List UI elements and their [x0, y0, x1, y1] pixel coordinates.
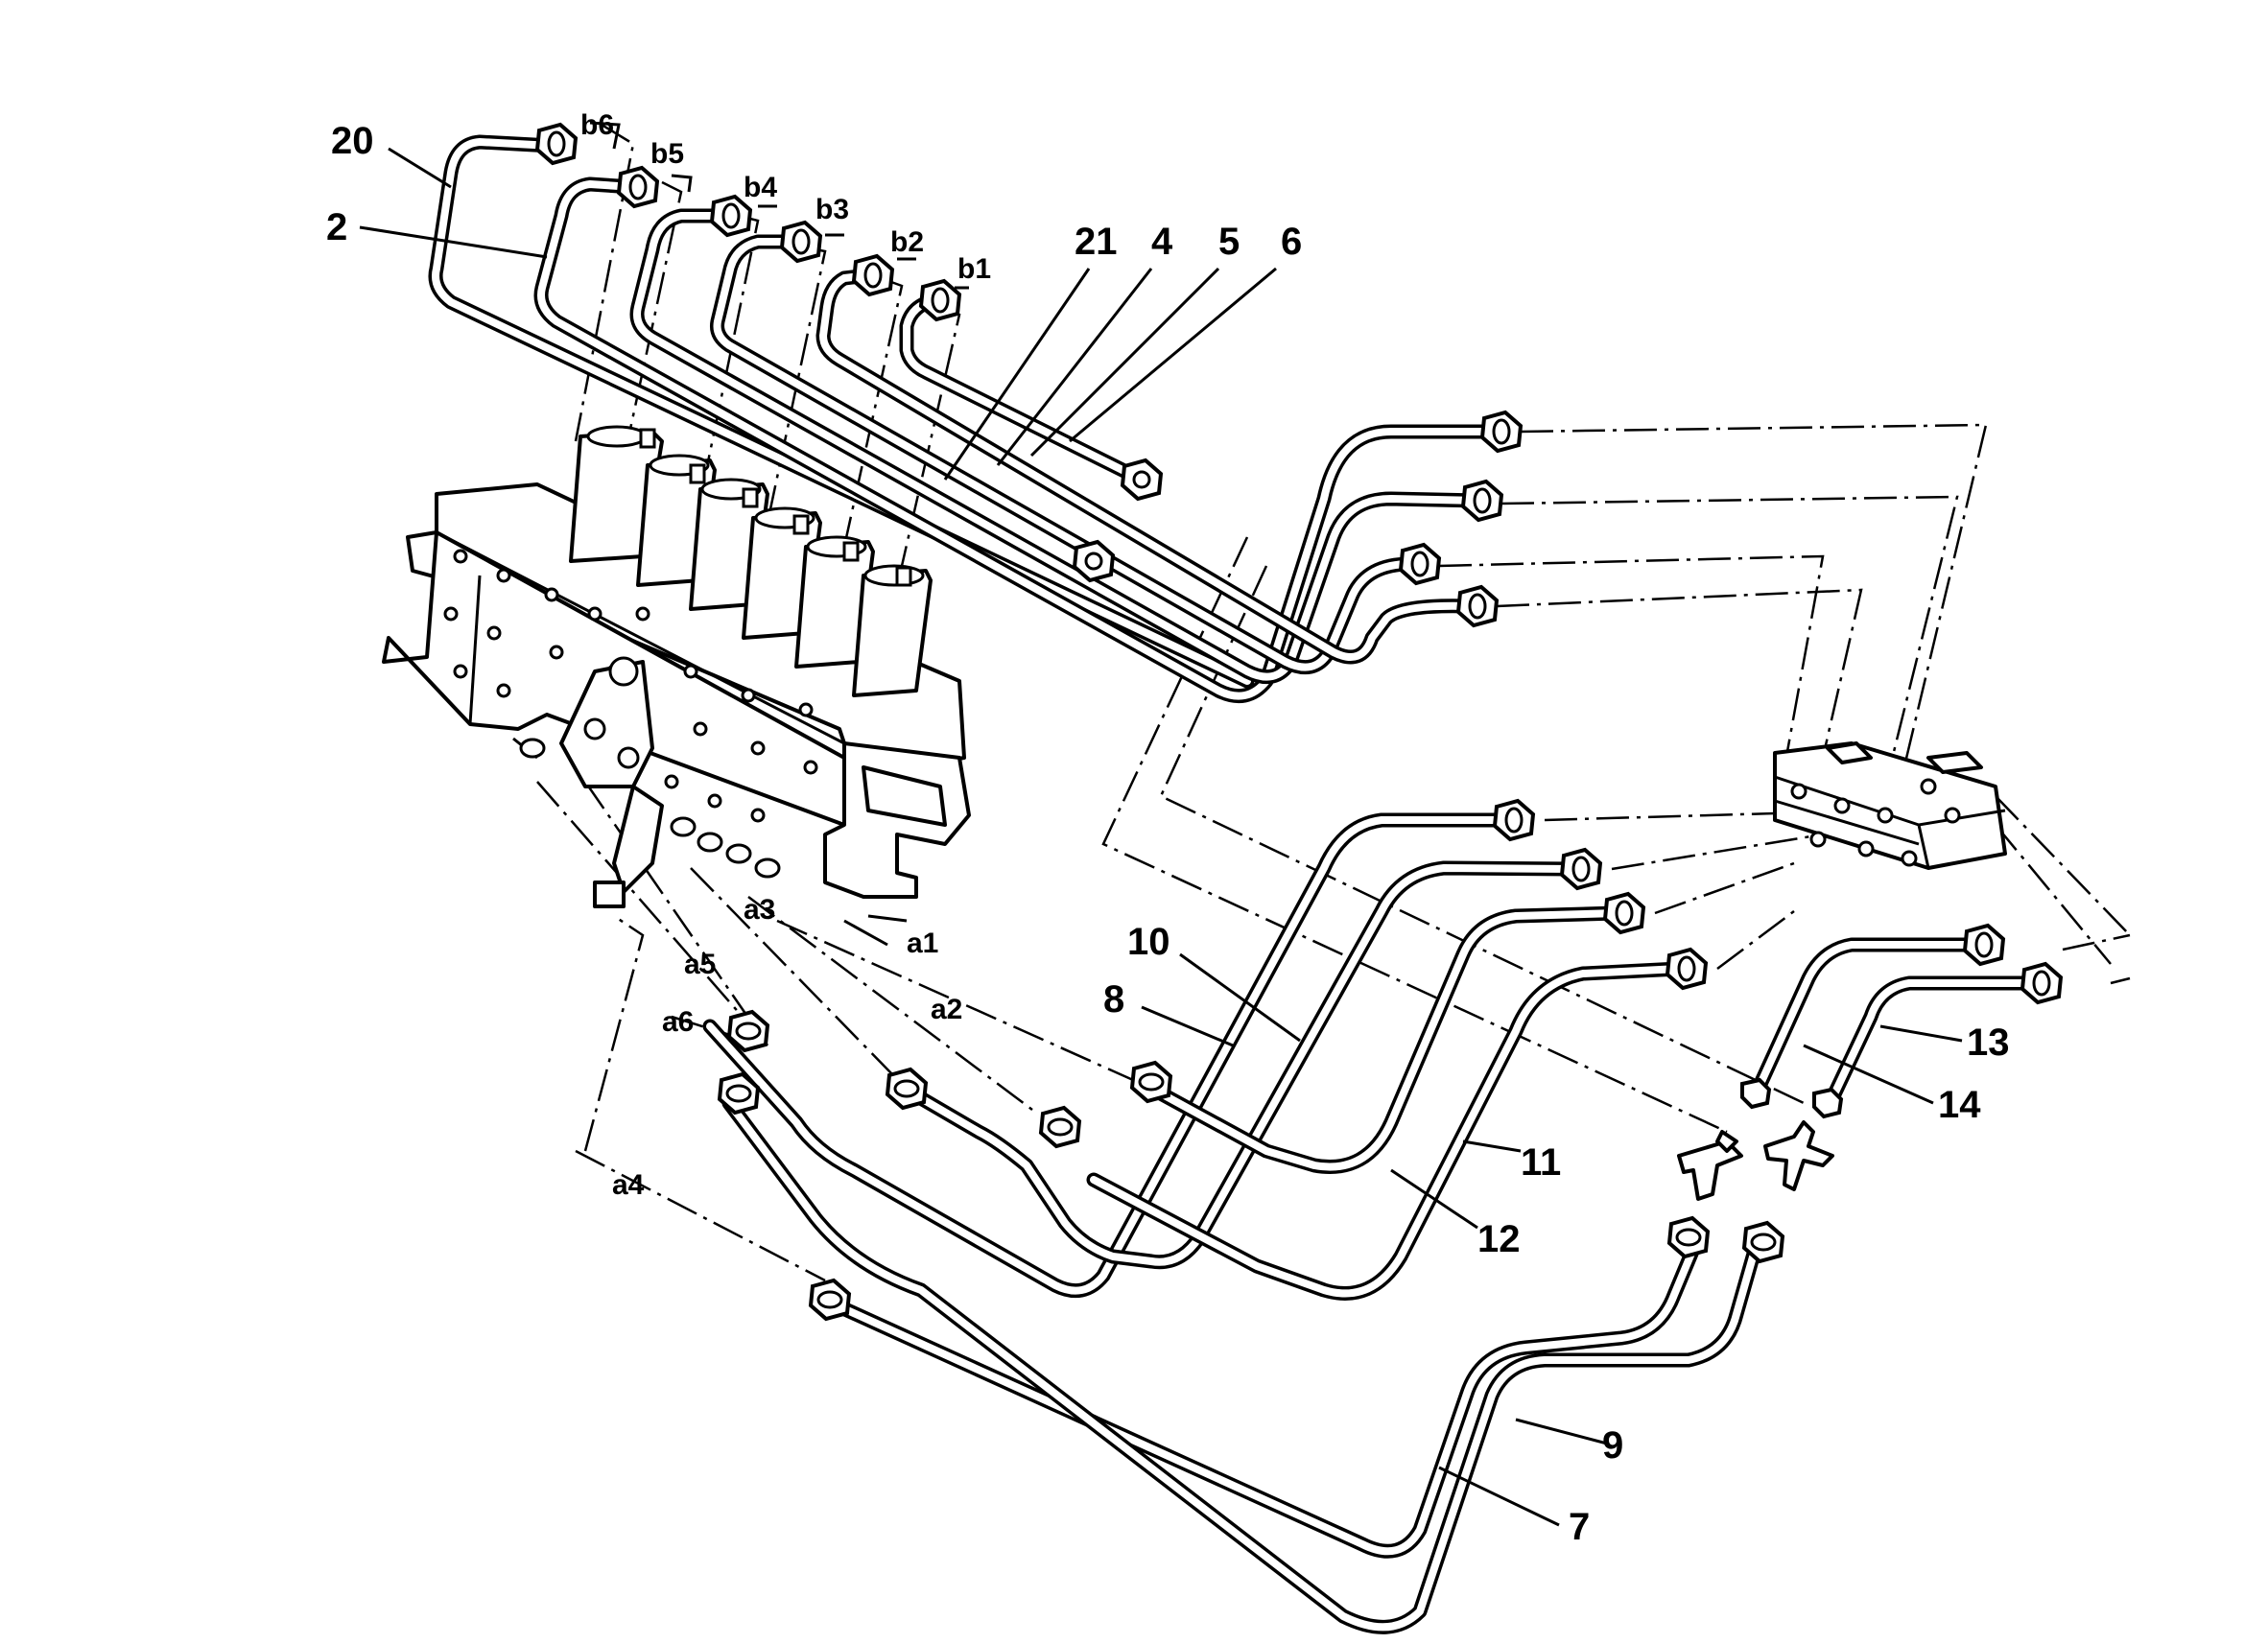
label-a1: a1	[907, 928, 938, 959]
label-a4: a4	[612, 1169, 645, 1201]
label-b5: b5	[650, 138, 684, 170]
pipe-12	[1153, 905, 1624, 1174]
pipe-2	[533, 176, 1500, 704]
label-8: 8	[1103, 978, 1124, 1021]
label-14: 14	[1938, 1084, 1981, 1126]
label-10: 10	[1127, 921, 1170, 963]
tee-fitting	[1677, 1130, 1743, 1201]
pipe-7	[721, 1095, 1763, 1634]
label-4: 4	[1151, 221, 1173, 263]
pipe-8	[702, 812, 1514, 1299]
pipe-4	[710, 234, 1418, 675]
inlet-cover	[512, 656, 664, 908]
distribution-manifold	[1773, 741, 2007, 870]
leader-lines	[359, 121, 1963, 1527]
part-labels: 20 2 21 4 5 6 10 8 11 12 13 14 9 7 b6 b5…	[326, 109, 2010, 1548]
label-a6: a6	[662, 1006, 694, 1038]
label-b6: b6	[580, 109, 614, 141]
label-20: 20	[331, 120, 374, 162]
label-7: 7	[1569, 1506, 1590, 1548]
label-b3: b3	[815, 194, 849, 225]
label-2: 2	[326, 206, 347, 248]
pipe-9	[827, 1230, 1706, 1559]
pipe-10	[913, 860, 1581, 1270]
label-13: 13	[1967, 1022, 2010, 1064]
label-a5: a5	[684, 949, 716, 980]
label-a3: a3	[744, 894, 775, 926]
label-21: 21	[1075, 221, 1118, 263]
label-5: 5	[1218, 221, 1240, 263]
cross-fitting	[1763, 1120, 1834, 1191]
pipe-14	[1753, 937, 1984, 1092]
pipe-nuts	[534, 122, 2064, 1322]
a-port-fittings	[519, 738, 781, 879]
label-a2: a2	[931, 994, 962, 1025]
label-b2: b2	[890, 226, 924, 258]
label-12: 12	[1477, 1218, 1521, 1260]
pipe-11	[1086, 961, 1687, 1301]
hydraulic-pipes	[428, 134, 2042, 1634]
valve-spool-housings	[569, 425, 933, 697]
pipe-6	[899, 293, 1159, 492]
label-b1: b1	[957, 253, 991, 285]
pipe-13	[1825, 975, 2042, 1106]
label-11: 11	[1521, 1141, 1561, 1184]
label-9: 9	[1602, 1424, 1623, 1467]
label-6: 6	[1281, 221, 1302, 263]
label-b4: b4	[744, 172, 777, 203]
pipe-21	[629, 208, 1485, 685]
pipe-20	[428, 134, 1255, 689]
control-valve-block	[382, 425, 971, 908]
pipe-5	[815, 268, 1476, 665]
